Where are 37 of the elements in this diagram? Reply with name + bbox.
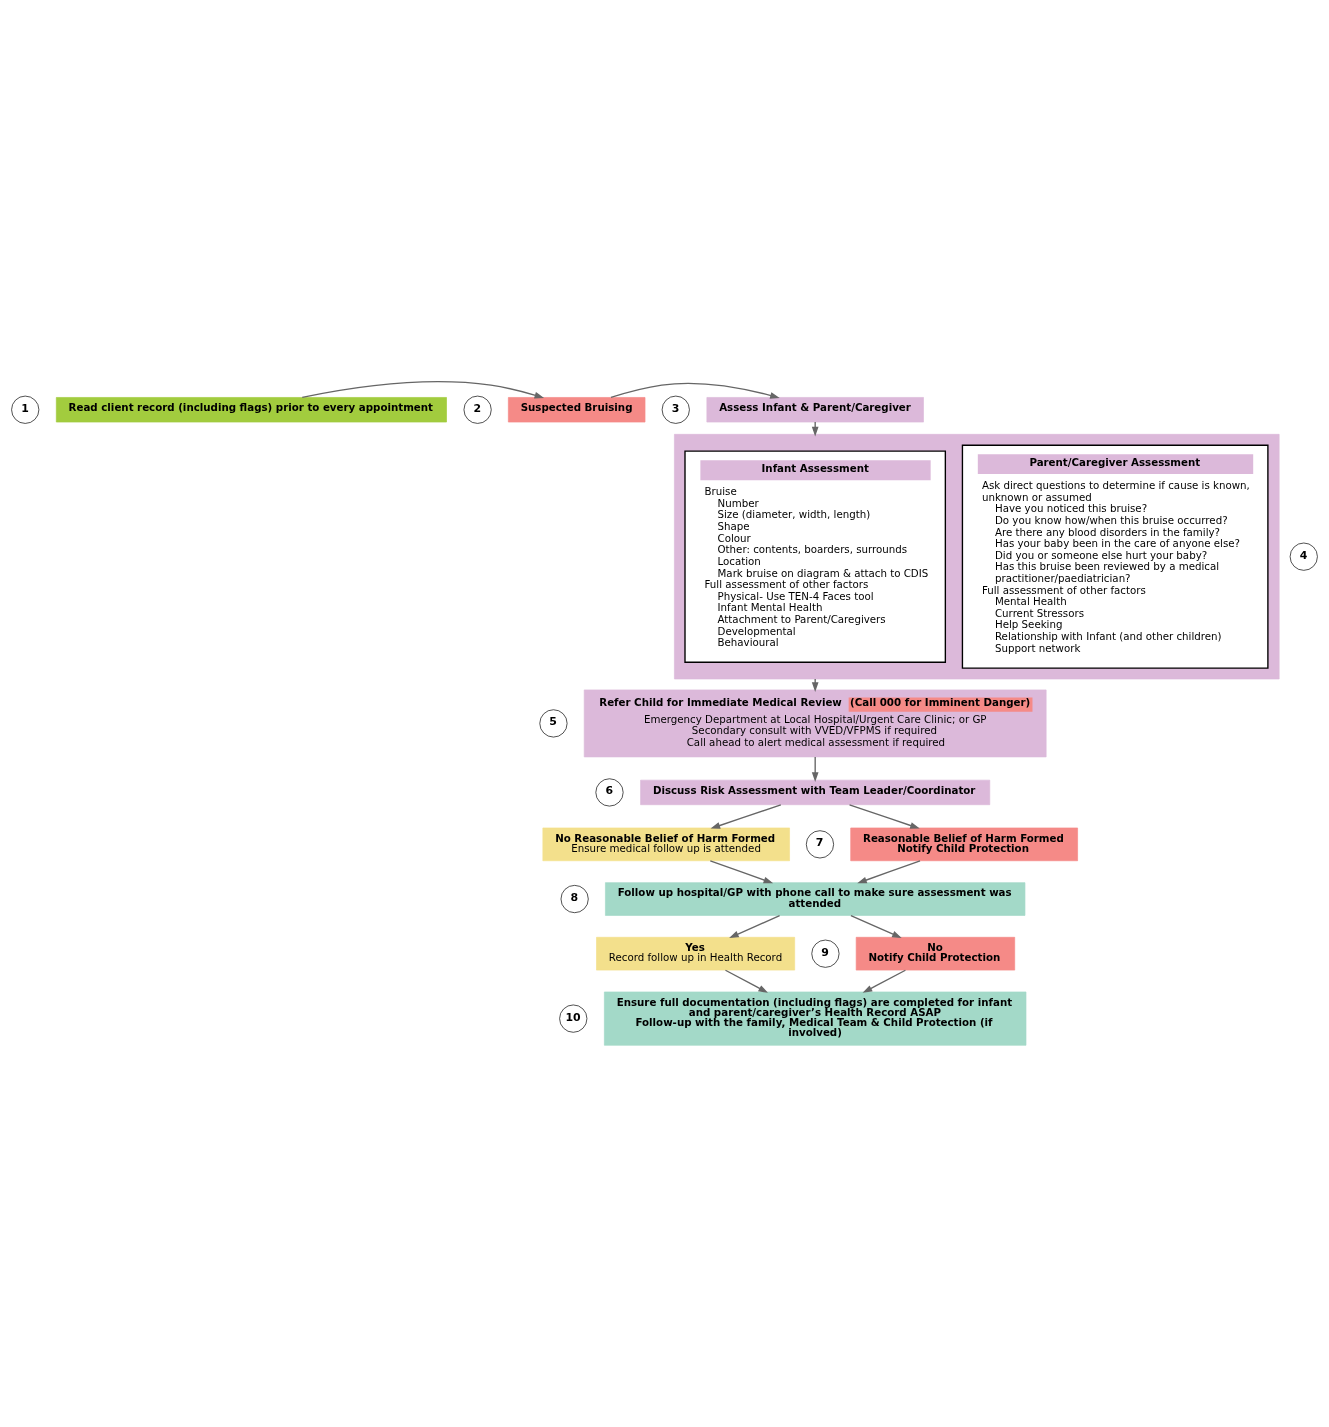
node-circle: 8: [560, 885, 589, 914]
arrow: [848, 804, 920, 829]
node-circle: 2: [463, 395, 492, 424]
node-box: No Reasonable Belief of Harm Formed Ensure medical follow up is attended: [542, 827, 790, 862]
node-circle: 10: [559, 1004, 588, 1033]
node-box: Follow up hospital/GP with phone call to make sure assessment was attended: [605, 882, 1026, 916]
node-box: Discuss Risk Assessment with Team Leader/Coordinator: [640, 779, 991, 806]
node-box: Assess Infant & Parent/Caregiver: [706, 397, 924, 423]
node-box: Parent/Caregiver Assessment Ask direct questions to determine if cause is known, unknown or assumed Have you noticed this bruise? Do you know how/when this bruise occurred? Are there any blood disorders in the family? Has your baby been in the care of anyone else? Did you or someone else hurt your baby? Has this bruise been reviewed by a medical practitioner/paediatrician? Full assessment of other factors Mental Health Current Stressors Help Seeking Relationship with Infant (and other children) Support network: [961, 444, 1269, 669]
arrow: [862, 969, 907, 993]
node-box: Reasonable Belief of Harm Formed Notify Child Protection: [850, 827, 1078, 862]
arrow: [710, 804, 782, 829]
node-circle: 7: [805, 830, 834, 859]
node-box: Refer Child for Immediate Medical Review (Call 000 for Imminent Danger) Emergency Department at Local Hospital/Urgent Care Clinic; or GP Secondary consult with VVED/VFPMS if required Call ahead to alert medical assessment if required: [583, 689, 1047, 758]
node-box: No Notify Child Protection: [855, 936, 1016, 971]
arrow: [301, 381, 545, 399]
node-box: Infant Assessment Bruise Number Size (diameter, width, length) Shape Colour Other: contents, boarders, surrounds Location Mark bruise on diagram & attach to CDIS Full assessment of other factors Physical- Use TEN-4 Faces tool Infant Mental Health Attachment to Parent/Caregivers Developmental Behavioural: [684, 450, 947, 663]
arrow: [610, 382, 780, 399]
cluster: [674, 434, 1280, 680]
node-box: Ensure full documentation (including flags) are completed for infant and parent/caregiver’s Health Record ASAP Follow-up with the family, Medical Team & Child Protection (if involved): [604, 991, 1027, 1046]
arrow: [729, 914, 781, 939]
node-circle: 9: [811, 939, 840, 968]
node-circle: 4: [1289, 542, 1318, 571]
arrow: [857, 860, 921, 884]
arrow: [811, 756, 819, 782]
node-box: Suspected Bruising: [508, 397, 646, 423]
arrow: [811, 421, 819, 437]
node-box: Yes Record follow up in Health Record: [596, 936, 795, 971]
node-circle: 1: [11, 395, 40, 424]
node-circle: 5: [539, 709, 568, 738]
node-circle: 6: [595, 778, 624, 807]
node-circle: 3: [661, 395, 690, 424]
arrow: [850, 914, 902, 939]
arrow: [724, 969, 768, 993]
node-box: Read client record (including flags) prior to every appointment: [56, 397, 447, 423]
arrow: [811, 678, 819, 692]
arrow: [709, 860, 774, 884]
